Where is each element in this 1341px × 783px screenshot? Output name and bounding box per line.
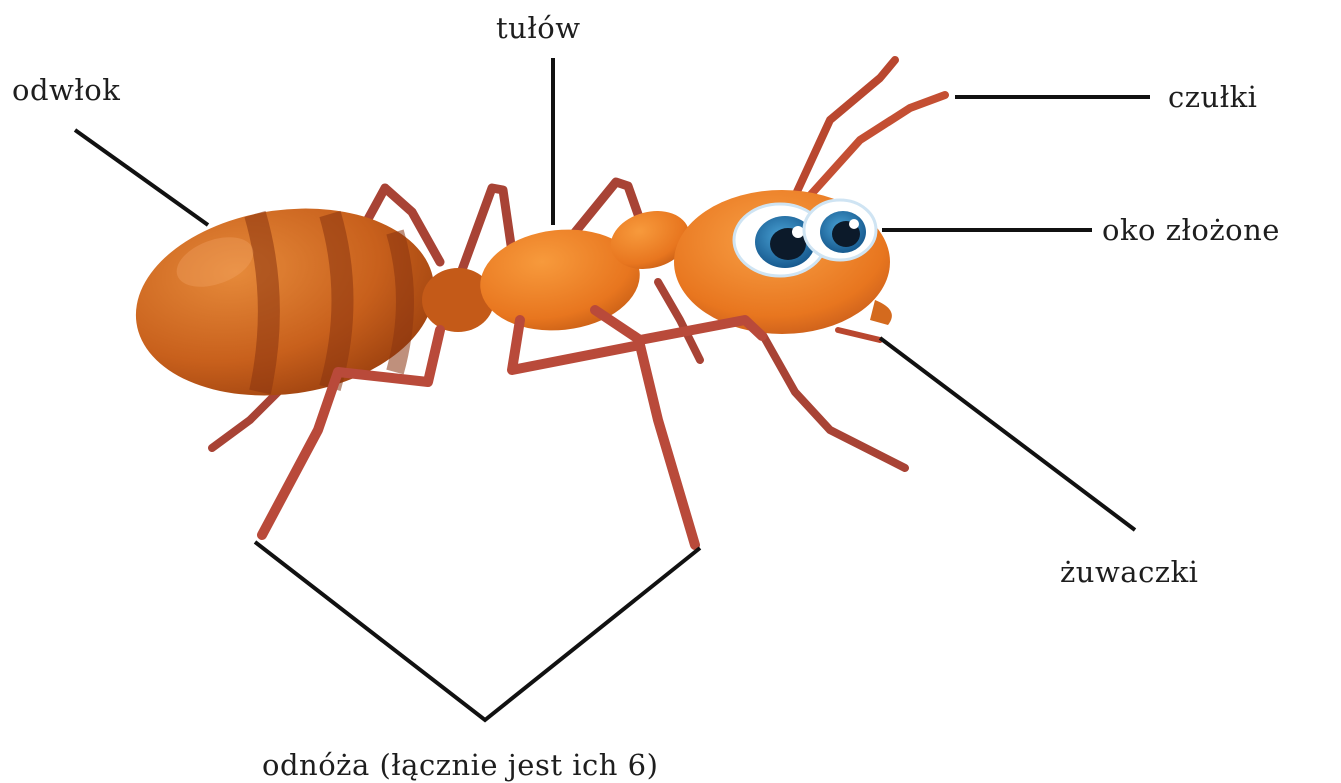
label-antennae: czułki xyxy=(1168,80,1257,114)
label-compound-eye: oko złożone xyxy=(1102,213,1280,247)
label-mandibles: żuwaczki xyxy=(1060,555,1198,589)
labels: odwłok tułów czułki oko złożone żuwaczki… xyxy=(12,11,1280,782)
leg-mid xyxy=(512,320,695,545)
leg-far-right xyxy=(760,330,905,468)
leader-legs xyxy=(255,542,700,720)
antennae xyxy=(795,60,945,200)
label-legs: odnóża (łącznie jest ich 6) xyxy=(262,748,658,782)
leg-back-hind-lower xyxy=(212,392,278,448)
leader-abdomen xyxy=(75,130,208,225)
label-thorax: tułów xyxy=(496,11,581,45)
label-abdomen: odwłok xyxy=(12,73,120,107)
leader-mandibles xyxy=(880,338,1135,530)
